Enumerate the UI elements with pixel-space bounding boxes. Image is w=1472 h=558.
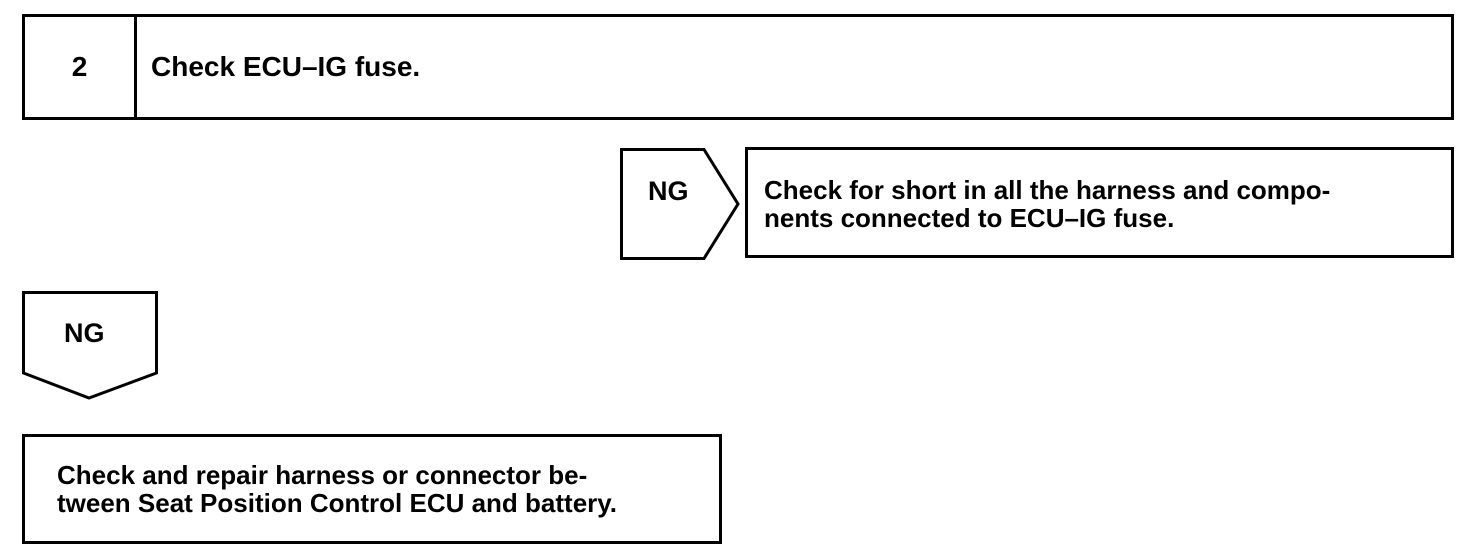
step-title: Check ECU–IG fuse.: [151, 51, 421, 82]
ng-down-result-line-1: Check and repair harness or connector be…: [57, 460, 588, 490]
step-number: 2: [25, 17, 137, 117]
ng-right-result-line-2: nents connected to ECU–IG fuse.: [764, 203, 1175, 233]
ng-down-result-box: Check and repair harness or connector be…: [22, 434, 722, 544]
ng-down-result-text: Check and repair harness or connector be…: [57, 461, 709, 517]
ng-down-label: NG: [64, 318, 105, 348]
ng-right-result-box: Check for short in all the harness and c…: [745, 147, 1454, 258]
step-box: 2 Check ECU–IG fuse.: [22, 14, 1454, 120]
ng-right-result-text: Check for short in all the harness and c…: [764, 176, 1437, 232]
ng-right-label: NG: [648, 176, 689, 206]
ng-down-arrow-shape: [22, 291, 158, 400]
ng-right-arrow-shape: [620, 148, 740, 260]
ng-down-result-line-2: tween Seat Position Control ECU and batt…: [57, 488, 618, 518]
ng-right-result-line-1: Check for short in all the harness and c…: [764, 175, 1331, 205]
